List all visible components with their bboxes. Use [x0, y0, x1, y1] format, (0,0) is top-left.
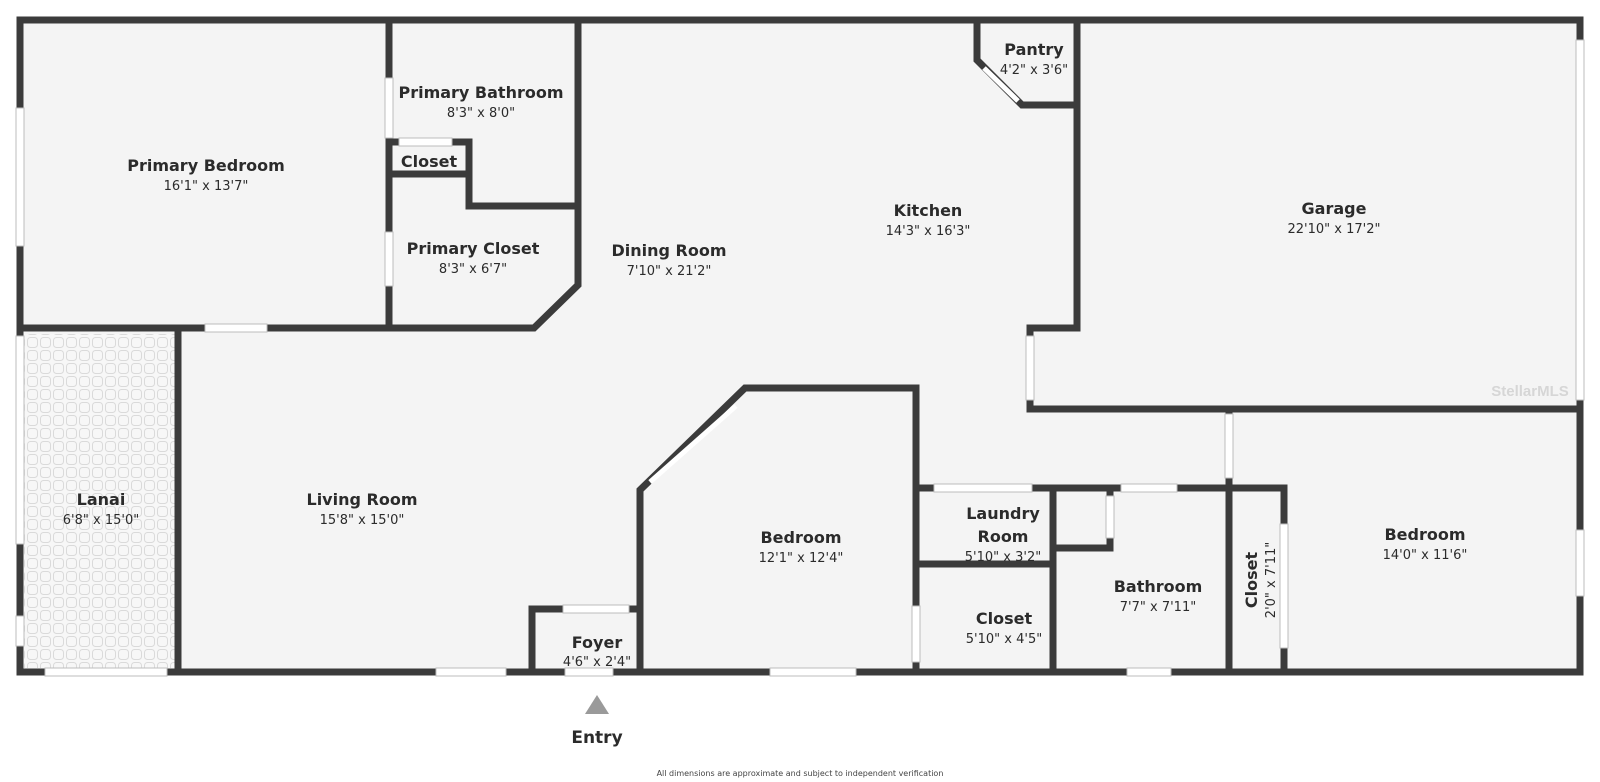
- door-opening: [1025, 335, 1035, 401]
- window: [1575, 39, 1585, 401]
- door-opening: [1120, 483, 1178, 493]
- room-dims-bathroom: 7'7" x 7'11": [1120, 600, 1196, 615]
- room-name-bathroom: Bathroom: [1114, 577, 1203, 596]
- room-name-bedroom-right: Bedroom: [1384, 525, 1465, 544]
- diagonal-window: [648, 404, 738, 484]
- door-opening: [933, 483, 1033, 493]
- door-opening: [384, 231, 394, 287]
- room-dims-lanai: 6'8" x 15'0": [63, 513, 139, 528]
- room-name-closet-small: Closet: [401, 152, 458, 171]
- room-dims-bedroom-middle: 12'1" x 12'4": [759, 551, 844, 566]
- room-labels: Primary Bedroom 16'1" x 13'7" Primary Ba…: [63, 40, 1468, 670]
- watermark-logo: StellarMLS: [1491, 383, 1569, 400]
- room-name-closet-vertical: Closet: [1242, 552, 1261, 609]
- wall-kitchen-garage: [1026, 16, 1584, 413]
- door-opening: [1224, 413, 1234, 479]
- room-name-laundry-line2: Room: [978, 527, 1029, 546]
- wall-primary-bath-south: [465, 138, 582, 210]
- entry-label: Entry: [571, 728, 622, 748]
- room-name-living-room: Living Room: [307, 490, 418, 509]
- diagonal-window: [982, 66, 1020, 103]
- room-dims-living-room: 15'8" x 15'0": [320, 513, 405, 528]
- wall-middle-bedroom: [636, 384, 920, 676]
- room-dims-laundry: 5'10" x 3'2": [965, 550, 1041, 565]
- room-name-primary-closet: Primary Closet: [407, 239, 540, 258]
- room-dims-primary-bathroom: 8'3" x 8'0": [447, 106, 515, 121]
- room-dims-closet-laundry: 5'10" x 4'5": [966, 632, 1042, 647]
- door-opening: [384, 77, 394, 139]
- room-name-pantry: Pantry: [1004, 40, 1064, 59]
- windows: [15, 39, 1585, 677]
- door-opening: [398, 137, 453, 147]
- disclaimer-text: All dimensions are approximate and subje…: [657, 769, 944, 778]
- room-name-primary-bathroom: Primary Bathroom: [398, 83, 563, 102]
- wall-primary-bedroom-south: [16, 16, 582, 332]
- floor-area: [20, 20, 1580, 672]
- door-opening: [1105, 495, 1115, 539]
- room-dims-kitchen: 14'3" x 16'3": [886, 224, 971, 239]
- room-name-closet-laundry: Closet: [976, 609, 1033, 628]
- room-name-primary-bedroom: Primary Bedroom: [127, 156, 285, 175]
- window: [435, 667, 507, 677]
- window: [769, 667, 857, 677]
- room-dims-primary-closet: 8'3" x 6'7": [439, 262, 507, 277]
- room-name-garage: Garage: [1302, 199, 1367, 218]
- room-dims-garage: 22'10" x 17'2": [1288, 222, 1381, 237]
- room-name-dining-room: Dining Room: [611, 241, 726, 260]
- lanai-tile-floor: [24, 334, 176, 668]
- window: [564, 667, 614, 677]
- room-name-foyer: Foyer: [572, 633, 623, 652]
- room-name-kitchen: Kitchen: [894, 201, 963, 220]
- door-opening: [204, 323, 268, 333]
- room-dims-bedroom-right: 14'0" x 11'6": [1383, 548, 1468, 563]
- room-dims-dining-room: 7'10" x 21'2": [627, 264, 712, 279]
- room-dims-foyer: 4'6" x 2'4": [563, 655, 631, 670]
- room-dims-pantry: 4'2" x 3'6": [1000, 63, 1068, 78]
- window: [44, 667, 168, 677]
- door-opening: [1279, 523, 1289, 649]
- room-name-bedroom-middle: Bedroom: [760, 528, 841, 547]
- closet-vertical-label: Closet 2'0" x 7'11": [1242, 542, 1279, 618]
- window: [1126, 667, 1172, 677]
- window: [15, 335, 25, 545]
- window: [15, 615, 25, 647]
- window: [1575, 529, 1585, 597]
- entry-arrow-icon: [585, 695, 609, 714]
- room-dims-closet-vertical: 2'0" x 7'11": [1264, 542, 1279, 618]
- window: [15, 107, 25, 247]
- room-dims-primary-bedroom: 16'1" x 13'7": [164, 179, 249, 194]
- door-opening: [911, 605, 921, 663]
- room-name-lanai: Lanai: [77, 490, 126, 509]
- room-name-laundry-line1: Laundry: [966, 504, 1040, 523]
- door-opening: [562, 604, 630, 614]
